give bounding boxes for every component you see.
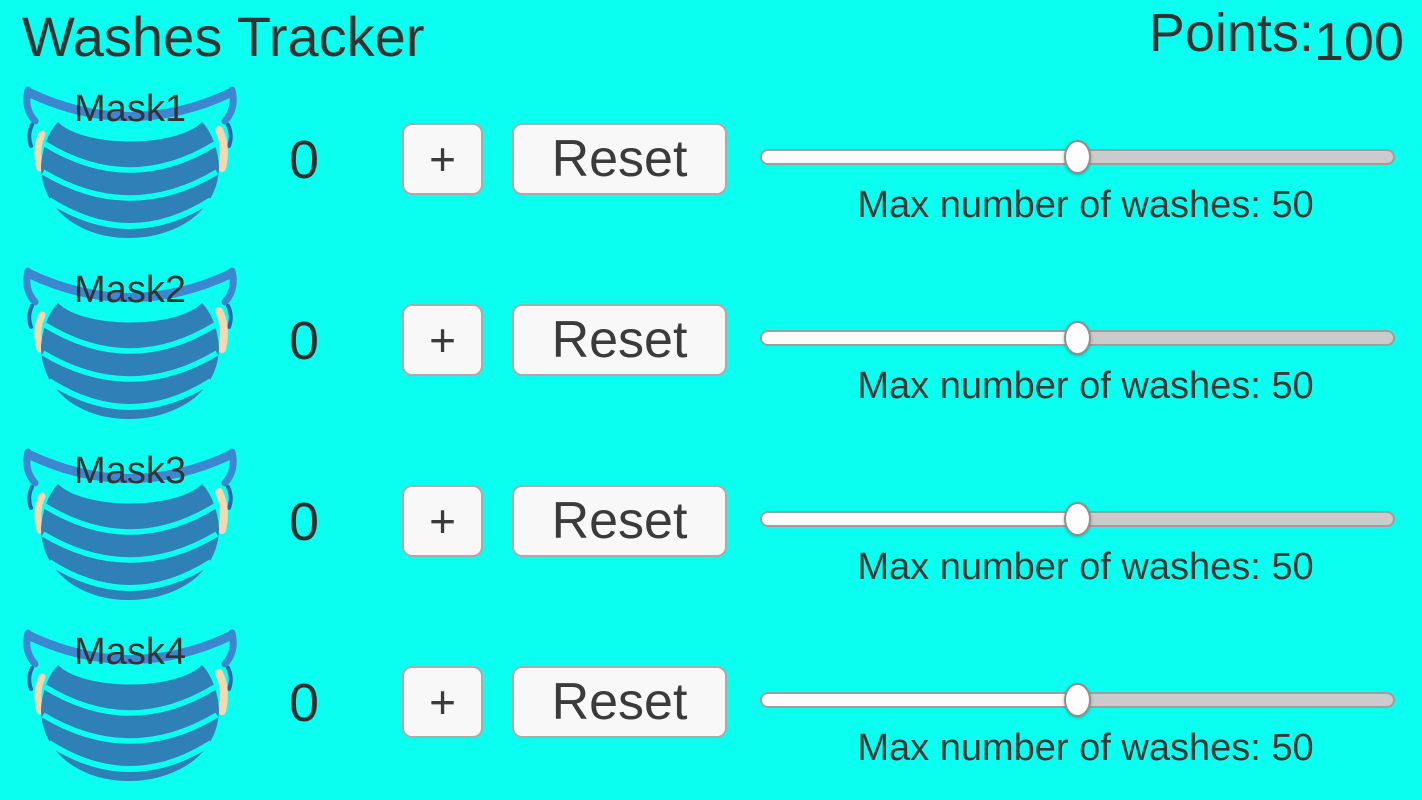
mask-icon: Mask1 xyxy=(18,76,242,241)
max-washes-label: Max number of washes: 50 xyxy=(857,727,1314,769)
wash-count: 0 xyxy=(288,311,320,371)
mask-label: Mask1 xyxy=(74,88,186,130)
mask-row: Mask3 0 + Reset Max number of washes: 50 xyxy=(0,434,1422,615)
page-title: Washes Tracker xyxy=(22,5,425,68)
mask-icon: Mask3 xyxy=(18,438,242,603)
face-mask-icon xyxy=(23,267,237,419)
mask-label: Mask2 xyxy=(74,269,186,311)
reset-button[interactable]: Reset xyxy=(512,485,727,557)
max-washes-slider[interactable] xyxy=(760,678,1395,722)
wash-count: 0 xyxy=(288,130,320,190)
mask-label: Mask3 xyxy=(74,450,186,492)
mask-label: Mask4 xyxy=(74,631,186,673)
max-washes-label: Max number of washes: 50 xyxy=(857,365,1314,407)
slider-track-fill xyxy=(762,513,1078,525)
reset-button[interactable]: Reset xyxy=(512,666,727,738)
mask-row: Mask2 0 + Reset Max number of washes: 50 xyxy=(0,253,1422,434)
max-washes-slider[interactable] xyxy=(760,135,1395,179)
slider-thumb[interactable] xyxy=(1063,321,1091,355)
slider-track-fill xyxy=(762,151,1078,163)
mask-row: Mask1 0 + Reset Max number of washes: 50 xyxy=(0,72,1422,253)
wash-count: 0 xyxy=(288,492,320,552)
max-washes-slider[interactable] xyxy=(760,316,1395,360)
points-label: Points: xyxy=(1148,3,1314,63)
mask-row: Mask4 0 + Reset Max number of washes: 50 xyxy=(0,615,1422,796)
slider-track-fill xyxy=(762,694,1078,706)
mask-icon: Mask4 xyxy=(18,619,242,784)
max-washes-label: Max number of washes: 50 xyxy=(857,184,1314,226)
wash-count: 0 xyxy=(288,673,320,733)
reset-button[interactable]: Reset xyxy=(512,123,727,195)
slider-thumb[interactable] xyxy=(1063,140,1091,174)
increment-wash-button[interactable]: + xyxy=(402,666,483,738)
slider-thumb[interactable] xyxy=(1063,502,1091,536)
max-washes-slider[interactable] xyxy=(760,497,1395,541)
face-mask-icon xyxy=(23,448,237,600)
reset-button[interactable]: Reset xyxy=(512,304,727,376)
points-display: Points:100 xyxy=(1148,2,1404,72)
slider-track-fill xyxy=(762,332,1078,344)
increment-wash-button[interactable]: + xyxy=(402,123,483,195)
increment-wash-button[interactable]: + xyxy=(402,485,483,557)
increment-wash-button[interactable]: + xyxy=(402,304,483,376)
mask-icon: Mask2 xyxy=(18,257,242,422)
points-value: 100 xyxy=(1313,12,1404,72)
slider-thumb[interactable] xyxy=(1063,683,1091,717)
face-mask-icon xyxy=(23,86,237,238)
face-mask-icon xyxy=(23,629,237,781)
max-washes-label: Max number of washes: 50 xyxy=(857,546,1314,588)
